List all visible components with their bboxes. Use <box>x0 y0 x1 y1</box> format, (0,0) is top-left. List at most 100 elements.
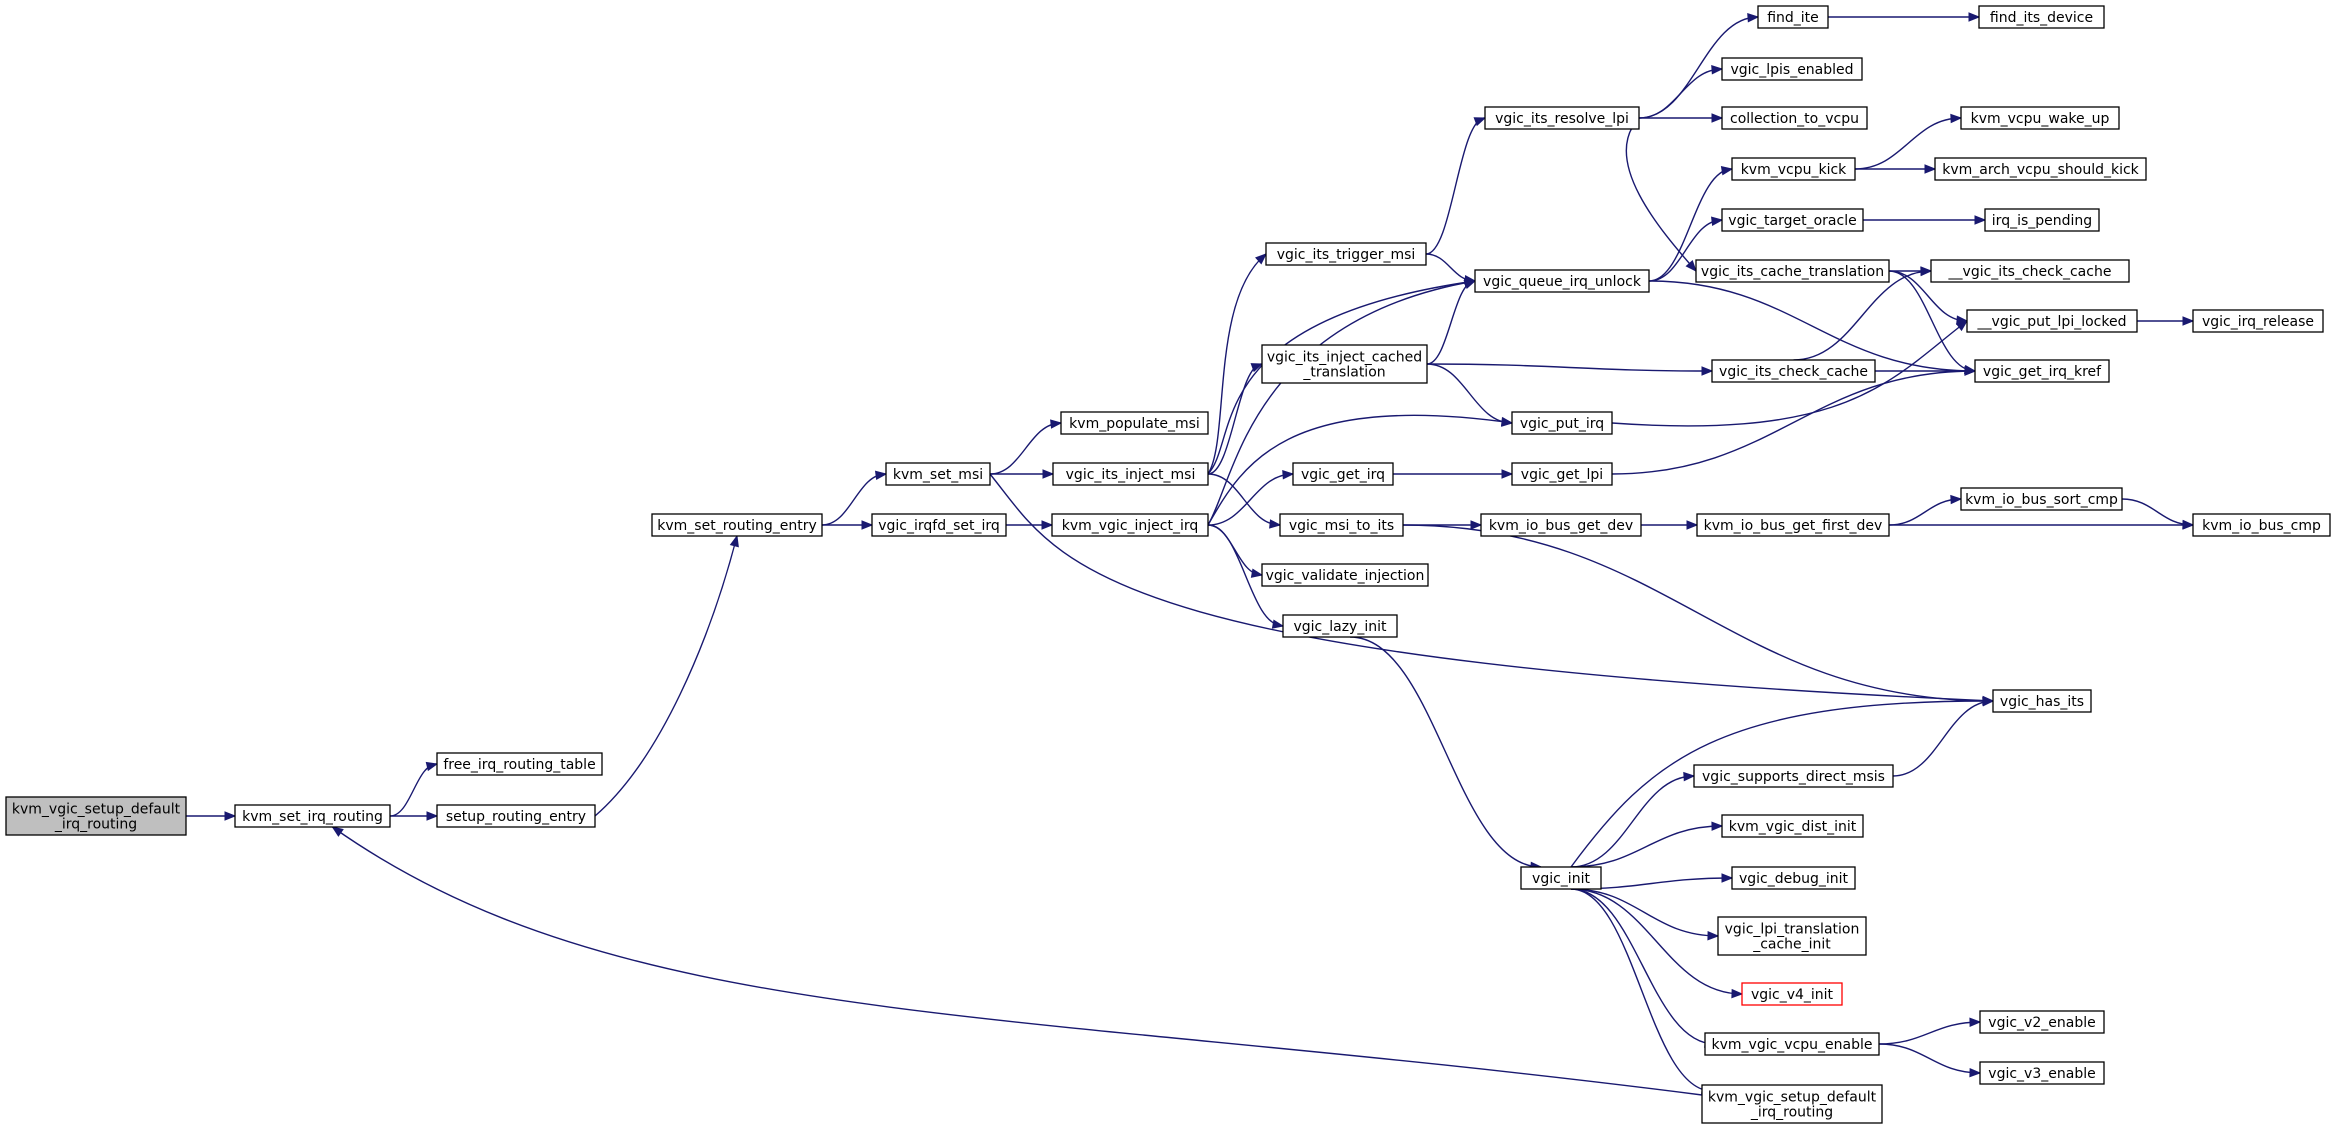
node-label: _irq_routing <box>1750 1105 1833 1121</box>
node-kvm-io-bus-sort-cmp[interactable]: kvm_io_bus_sort_cmp <box>1960 487 2123 511</box>
arrowhead <box>1731 988 1744 999</box>
node-label: vgic_lpis_enabled <box>1730 62 1853 78</box>
node-box <box>1731 866 1856 890</box>
node-box <box>1717 916 1867 956</box>
node-kvm-io-bus-cmp[interactable]: kvm_io_bus_cmp <box>2192 513 2331 537</box>
node-kvm-vgic-vcpu-enable[interactable]: kvm_vgic_vcpu_enable <box>1704 1032 1880 1056</box>
node-vgic-has-its[interactable]: vgic_has_its <box>1992 689 2092 713</box>
edge-kvm-vgic-inject-irq-to-vgic-lazy-init <box>1207 524 1284 627</box>
node-box <box>2192 513 2331 537</box>
node-label: vgic_its_inject_msi <box>1066 467 1196 483</box>
node-vgic-msi-to-its[interactable]: vgic_msi_to_its <box>1279 513 1404 537</box>
node-box <box>1520 866 1602 890</box>
node-kvm-set-irq-routing[interactable]: kvm_set_irq_routing <box>234 804 391 828</box>
node-label: kvm_vcpu_wake_up <box>1971 111 2110 127</box>
node-box <box>1474 269 1650 293</box>
arrowhead <box>1982 697 1995 707</box>
edge-kvm-set-irq-routing-to-free-irq-routing-table <box>389 763 438 817</box>
node-vgic-v2-enable[interactable]: vgic_v2_enable <box>1979 1010 2105 1034</box>
arrowhead <box>1701 366 1714 376</box>
node-vgic-its-resolve-lpi[interactable]: vgic_its_resolve_lpi <box>1484 106 1640 130</box>
node---vgic-its-check-cache[interactable]: __vgic_its_check_cache <box>1930 259 2130 283</box>
node-vgic-get-lpi[interactable]: vgic_get_lpi <box>1511 462 1613 486</box>
node-vgic-init[interactable]: vgic_init <box>1520 866 1602 890</box>
node-vgic-put-irq[interactable]: vgic_put_irq <box>1511 411 1613 435</box>
node-vgic-its-inject-cached-translation[interactable]: vgic_its_inject_cached_translation <box>1261 344 1428 384</box>
node-label: vgic_target_oracle <box>1728 213 1856 229</box>
node-kvm-vgic-setup-default-irq-routing-2[interactable]: kvm_vgic_setup_default_irq_routing <box>1701 1084 1883 1124</box>
node---vgic-put-lpi-locked[interactable]: __vgic_put_lpi_locked <box>1966 309 2138 333</box>
edge-kvm-vgic-inject-irq-to-vgic-queue-irq-unlock <box>1207 280 1476 526</box>
node-box <box>1511 411 1613 435</box>
arrowhead <box>1042 469 1055 479</box>
node-label: __vgic_its_check_cache <box>1948 264 2112 280</box>
arrowhead <box>1720 166 1734 176</box>
node-kvm-vgic-dist-init[interactable]: kvm_vgic_dist_init <box>1721 814 1864 838</box>
node-vgic-its-cache-translation[interactable]: vgic_its_cache_translation <box>1695 259 1890 283</box>
node-label: vgic_put_irq <box>1520 416 1604 432</box>
node-box <box>1721 814 1864 838</box>
node-box <box>1930 259 2130 283</box>
node-find-ite[interactable]: find_ite <box>1757 5 1829 29</box>
arrowhead <box>1463 280 1477 289</box>
node-vgic-get-irq[interactable]: vgic_get_irq <box>1292 462 1394 486</box>
node-vgic-irq-release[interactable]: vgic_irq_release <box>2192 309 2324 333</box>
node-vgic-v4-init[interactable]: vgic_v4_init <box>1741 982 1843 1006</box>
node-label: kvm_vgic_setup_default <box>12 802 181 818</box>
node-kvm-vcpu-wake-up[interactable]: kvm_vcpu_wake_up <box>1960 106 2120 130</box>
node-vgic-its-check-cache[interactable]: vgic_its_check_cache <box>1711 359 1876 383</box>
edge-vgic-msi-to-its-to-vgic-has-its <box>1402 524 1994 702</box>
node-vgic-lazy-init[interactable]: vgic_lazy_init <box>1282 614 1398 638</box>
node-label: vgic_lpi_translation <box>1725 922 1860 938</box>
node-irq-is-pending[interactable]: irq_is_pending <box>1984 208 2100 232</box>
node-kvm-populate-msi[interactable]: kvm_populate_msi <box>1060 411 1209 435</box>
node-kvm-vcpu-kick[interactable]: kvm_vcpu_kick <box>1731 157 1856 181</box>
node-root[interactable]: kvm_vgic_setup_default_irq_routing <box>5 796 187 836</box>
node-label: vgic_its_cache_translation <box>1701 264 1884 280</box>
node-vgic-lpis-enabled[interactable]: vgic_lpis_enabled <box>1721 57 1863 81</box>
node-box <box>1731 157 1856 181</box>
node-label: vgic_init <box>1532 871 1590 887</box>
node-vgic-validate-injection[interactable]: vgic_validate_injection <box>1261 563 1429 587</box>
node-kvm-set-msi[interactable]: kvm_set_msi <box>885 462 991 486</box>
node-box <box>1721 106 1868 130</box>
arrowhead <box>224 811 237 821</box>
node-box <box>1696 513 1890 537</box>
node-setup-routing-entry[interactable]: setup_routing_entry <box>436 804 596 828</box>
node-vgic-target-oracle[interactable]: vgic_target_oracle <box>1721 208 1864 232</box>
node-label: vgic_get_irq_kref <box>1983 364 2102 380</box>
node-vgic-its-inject-msi[interactable]: vgic_its_inject_msi <box>1052 462 1209 486</box>
node-label: find_ite <box>1767 10 1819 26</box>
node-box <box>871 513 1007 537</box>
node-kvm-io-bus-get-dev[interactable]: kvm_io_bus_get_dev <box>1480 513 1642 537</box>
node-vgic-debug-init[interactable]: vgic_debug_init <box>1731 866 1856 890</box>
edge-kvm-vcpu-kick-to-kvm-vcpu-wake-up <box>1854 117 1962 170</box>
edge-vgic-its-inject-cached-translation-to-vgic-its-check-cache <box>1426 363 1713 372</box>
node-vgic-get-irq-kref[interactable]: vgic_get_irq_kref <box>1974 359 2110 383</box>
node-box <box>1979 1061 2105 1085</box>
node-kvm-arch-vcpu-should-kick[interactable]: kvm_arch_vcpu_should_kick <box>1934 157 2147 181</box>
node-label: kvm_vgic_inject_irq <box>1062 518 1199 534</box>
node-vgic-supports-direct-msis[interactable]: vgic_supports_direct_msis <box>1693 764 1894 788</box>
edge-vgic-init-to-vgic-supports-direct-msis <box>1570 775 1695 868</box>
node-vgic-its-trigger-msi[interactable]: vgic_its_trigger_msi <box>1265 242 1427 266</box>
node-vgic-irqfd-set-irq[interactable]: vgic_irqfd_set_irq <box>871 513 1007 537</box>
edge-vgic-init-to-vgic-v4-init <box>1570 888 1743 995</box>
node-kvm-set-routing-entry[interactable]: kvm_set_routing_entry <box>651 513 823 537</box>
edge-vgic-supports-direct-msis-to-vgic-has-its <box>1892 700 1994 777</box>
edge-kvm-vgic-vcpu-enable-to-vgic-v2-enable <box>1878 1021 1981 1045</box>
node-find-its-device[interactable]: find_its_device <box>1978 5 2105 29</box>
node-vgic-queue-irq-unlock[interactable]: vgic_queue_irq_unlock <box>1474 269 1650 293</box>
node-kvm-io-bus-get-first-dev[interactable]: kvm_io_bus_get_first_dev <box>1696 513 1890 537</box>
node-free-irq-routing-table[interactable]: free_irq_routing_table <box>436 752 603 776</box>
node-label: vgic_msi_to_its <box>1289 518 1394 534</box>
node-vgic-v3-enable[interactable]: vgic_v3_enable <box>1979 1061 2105 1085</box>
node-collection-to-vcpu[interactable]: collection_to_vcpu <box>1721 106 1868 130</box>
node-label: kvm_io_bus_sort_cmp <box>1965 492 2118 508</box>
edge-vgic-put-irq-to---vgic-put-lpi-locked <box>1611 320 1968 427</box>
node-kvm-vgic-inject-irq[interactable]: kvm_vgic_inject_irq <box>1051 513 1209 537</box>
edge-vgic-its-trigger-msi-to-vgic-its-resolve-lpi <box>1425 117 1486 255</box>
node-box <box>1693 764 1894 788</box>
node-vgic-lpi-translation-cache-init[interactable]: vgic_lpi_translation_cache_init <box>1717 916 1867 956</box>
